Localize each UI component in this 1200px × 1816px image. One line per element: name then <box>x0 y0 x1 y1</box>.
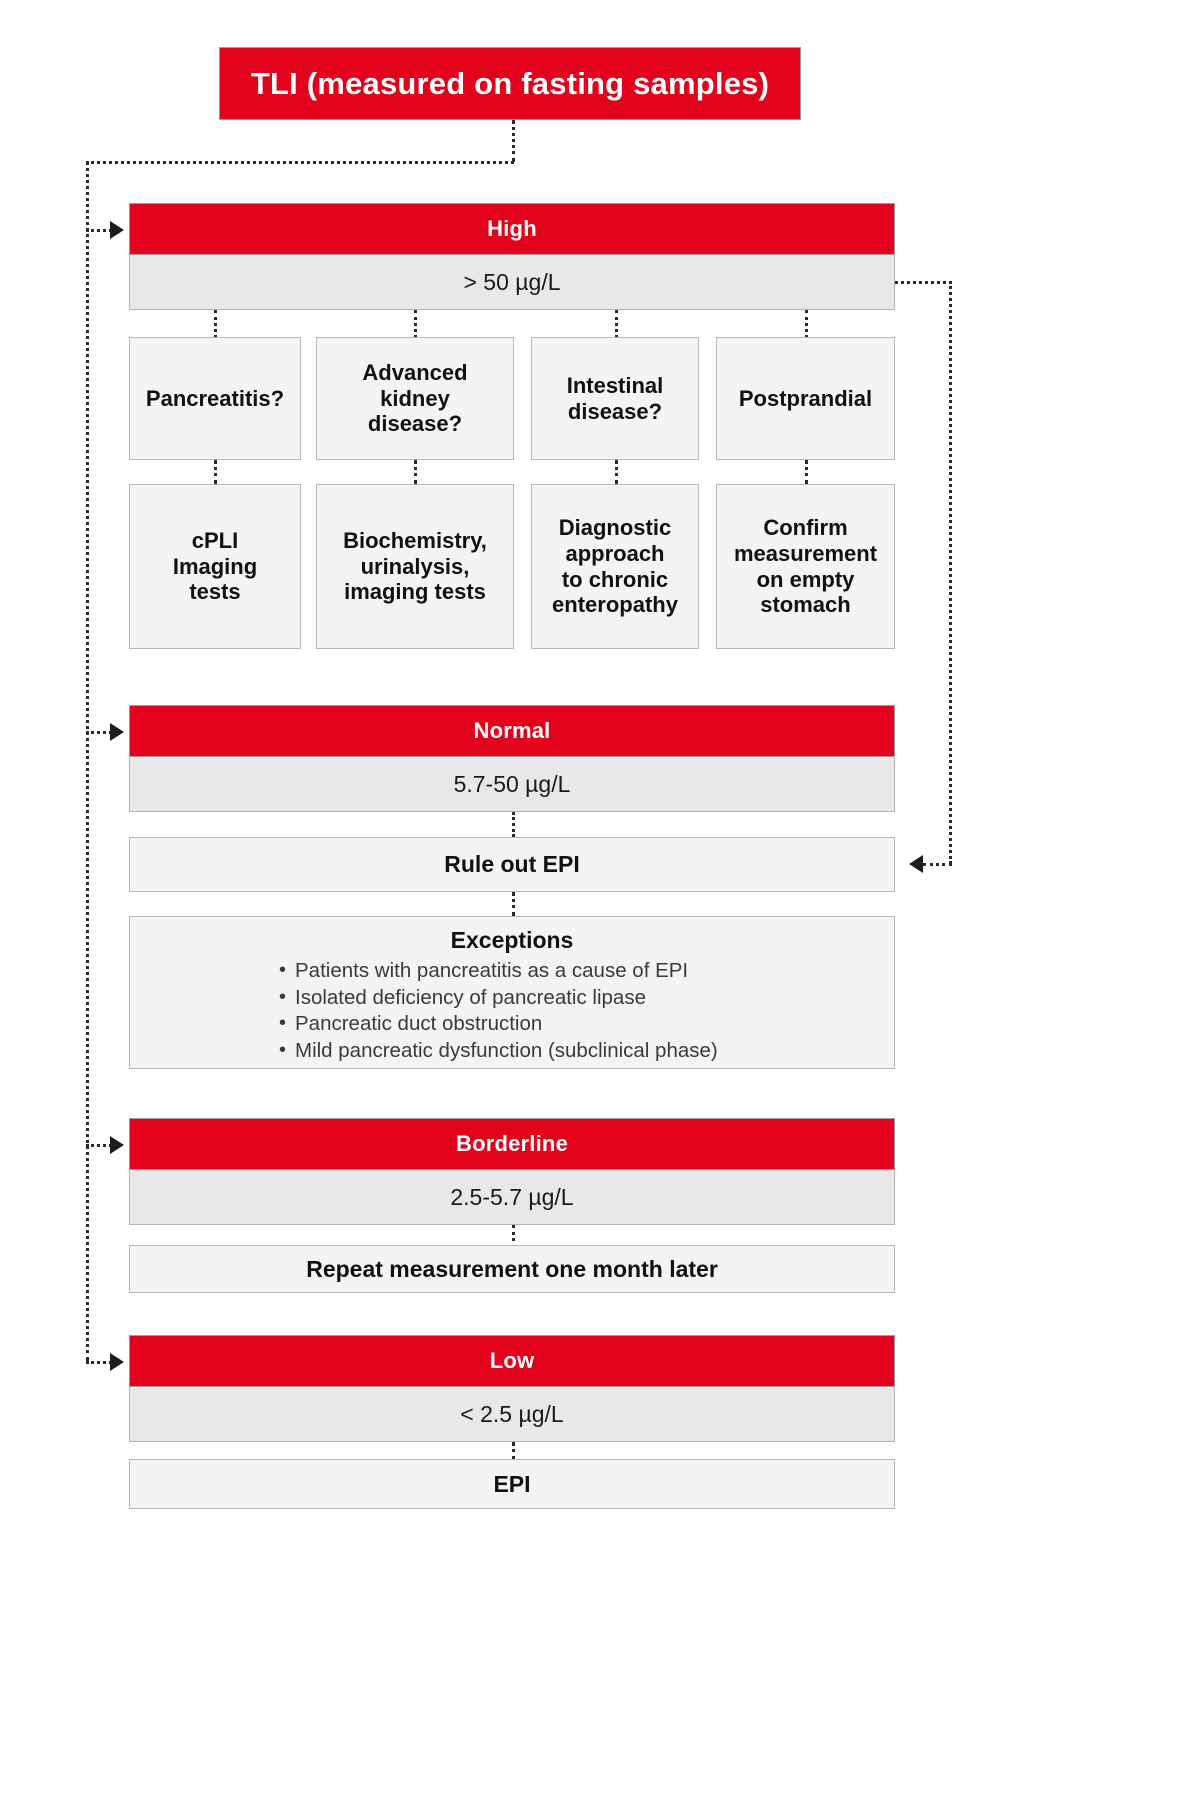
arrow-to-normal <box>110 723 124 741</box>
diagram-title-banner: TLI (measured on fasting samples) <box>219 47 801 120</box>
connector-normal-to-ruleout <box>512 812 515 837</box>
question-box-pancreatitis: Pancreatitis? <box>129 337 301 460</box>
exception-item: Patients with pancreatitis as a cause of… <box>277 957 747 985</box>
connector-ruleout-to-exceptions <box>512 892 515 916</box>
section-range-low: < 2.5 µg/L <box>129 1387 895 1442</box>
connector-high-to-ruleout-top <box>895 281 952 284</box>
connector-a1-stem <box>214 460 217 484</box>
connector-borderline-to-repeat <box>512 1225 515 1248</box>
action-epi: EPI <box>129 1459 895 1509</box>
section-range-borderline: 2.5-5.7 µg/L <box>129 1170 895 1225</box>
section-banner-low: Low <box>129 1335 895 1387</box>
arrow-to-high <box>110 221 124 239</box>
exception-item: Mild pancreatic dysfunction (subclinical… <box>277 1037 747 1065</box>
connector-title-stem <box>512 120 515 162</box>
exceptions-title: Exceptions <box>450 927 574 953</box>
connector-high-to-ruleout-side <box>949 281 952 864</box>
arrow-to-rule-out-epi <box>909 855 923 873</box>
connector-high-to-ruleout-bottom <box>923 863 952 866</box>
connector-spine-left <box>86 161 89 1361</box>
connector-low-to-epi <box>512 1442 515 1460</box>
connector-a4-stem <box>805 460 808 484</box>
section-banner-borderline: Borderline <box>129 1118 895 1170</box>
question-box-kidney-disease: Advanced kidney disease? <box>316 337 514 460</box>
connector-q2-stem <box>414 310 417 338</box>
arrow-to-borderline <box>110 1136 124 1154</box>
action-repeat-measurement: Repeat measurement one month later <box>129 1245 895 1293</box>
connector-q1-stem <box>214 310 217 338</box>
action-rule-out-epi: Rule out EPI <box>129 837 895 892</box>
exceptions-list: Patients with pancreatitis as a cause of… <box>277 957 747 1065</box>
connector-spine-top <box>86 161 514 164</box>
action-box-chronic-enteropathy: Diagnostic approach to chronic enteropat… <box>531 484 699 649</box>
connector-branch-high <box>86 229 112 232</box>
question-box-postprandial: Postprandial <box>716 337 895 460</box>
action-box-biochemistry: Biochemistry, urinalysis, imaging tests <box>316 484 514 649</box>
question-box-intestinal-disease: Intestinal disease? <box>531 337 699 460</box>
exception-item: Isolated deficiency of pancreatic lipase <box>277 984 747 1012</box>
connector-q4-stem <box>805 310 808 338</box>
section-banner-normal: Normal <box>129 705 895 757</box>
connector-q3-stem <box>615 310 618 338</box>
connector-a3-stem <box>615 460 618 484</box>
connector-branch-normal <box>86 731 112 734</box>
section-range-normal: 5.7-50 µg/L <box>129 757 895 812</box>
action-box-confirm-empty-stomach: Confirm measurement on empty stomach <box>716 484 895 649</box>
connector-a2-stem <box>414 460 417 484</box>
connector-branch-low <box>86 1361 112 1364</box>
arrow-to-low <box>110 1353 124 1371</box>
connector-branch-borderline <box>86 1144 112 1147</box>
exceptions-panel: Exceptions Patients with pancreatitis as… <box>129 916 895 1069</box>
section-range-high: > 50 µg/L <box>129 255 895 310</box>
action-box-cpli-imaging: cPLI Imaging tests <box>129 484 301 649</box>
exception-item: Pancreatic duct obstruction <box>277 1010 747 1038</box>
section-banner-high: High <box>129 203 895 255</box>
